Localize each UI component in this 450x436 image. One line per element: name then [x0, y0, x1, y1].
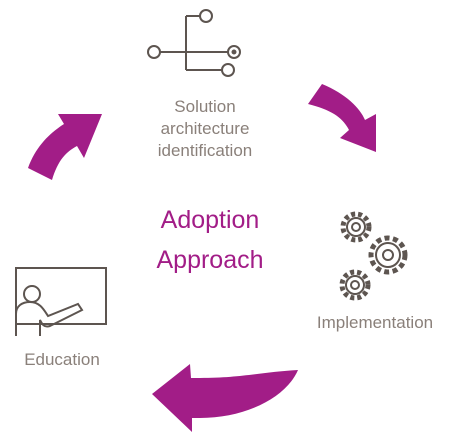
arrow-implementation-to-education	[152, 364, 298, 432]
diagram-title: Adoption Approach	[140, 200, 280, 280]
title-line-2: Approach	[156, 246, 264, 274]
step-label-education: Education	[24, 350, 100, 369]
arrow-education-to-solution	[28, 114, 102, 180]
title-line-1: Adoption	[160, 206, 260, 234]
step-label-implementation: Implementation	[316, 313, 434, 332]
step-label-solution-architecture: Solution architecture identification	[157, 97, 253, 160]
arrow-solution-to-implementation	[308, 84, 376, 152]
